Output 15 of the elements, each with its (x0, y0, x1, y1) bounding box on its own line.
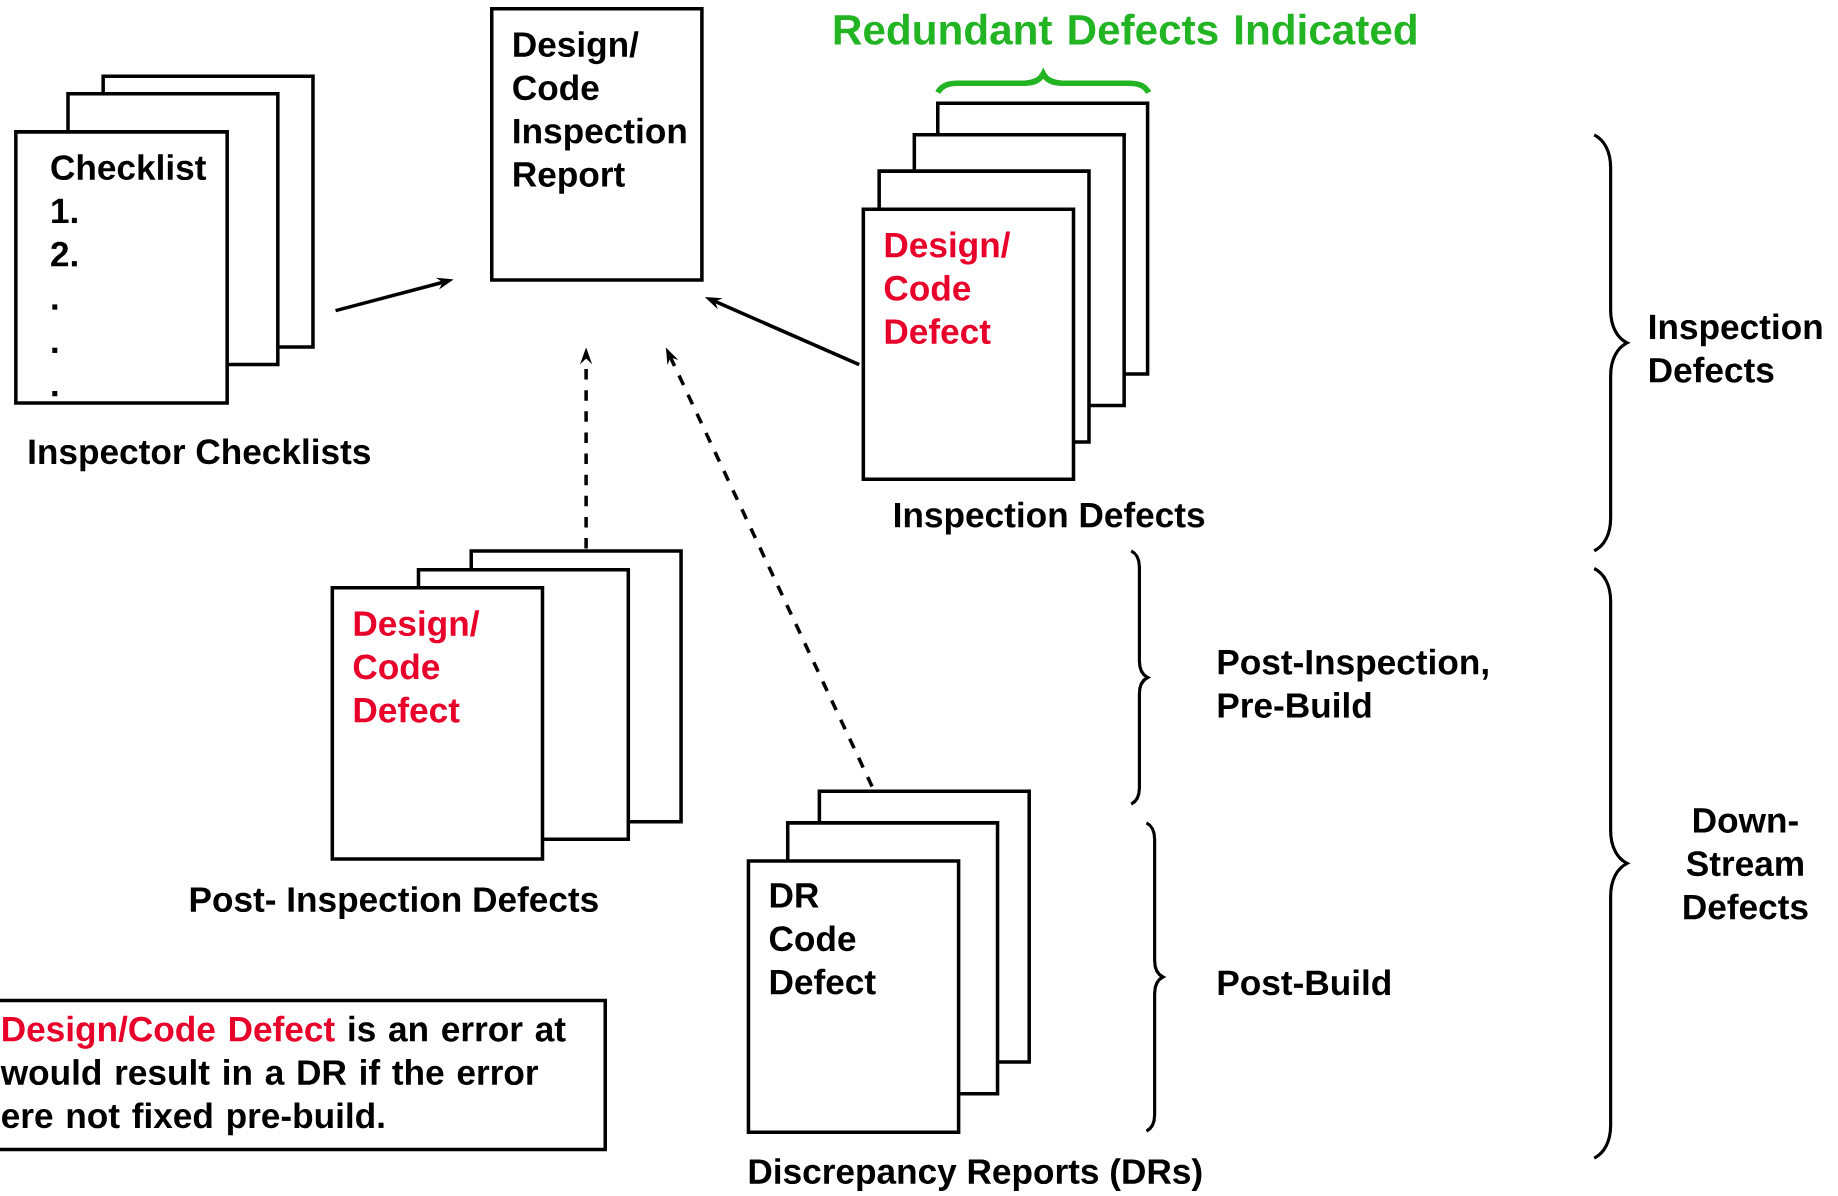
stack-label: Post- Inspection Defects (190, 886, 598, 920)
bracket-label: Post-Build (1218, 969, 1390, 996)
heading: Redundant Defects Indicated (834, 14, 1416, 45)
document-page: Design/ Code Defect (330, 586, 545, 861)
document-page: Checklist 1. 2. . . . (14, 130, 229, 406)
bracket-label: Post-Inspection, Pre-Build (1218, 649, 1488, 719)
definition-box: Design/Code Defect is an error at would result in a DR if the error ere not fixed pre-build. (0, 998, 607, 1152)
document-page: Design/ Code Defect (861, 207, 1076, 482)
stack-label: Inspector Checklists (29, 438, 370, 472)
bracket-label: Down- Stream Defects (1684, 808, 1808, 920)
document-page: DR Code Defect (746, 859, 961, 1135)
document-page: Design/ Code Inspection Report (490, 7, 704, 282)
bracket-label: Inspection Defects (1650, 313, 1822, 383)
stack-label: Discrepancy Reports (DRs) (749, 1158, 1202, 1192)
stack-label: Inspection Defects (895, 501, 1205, 535)
